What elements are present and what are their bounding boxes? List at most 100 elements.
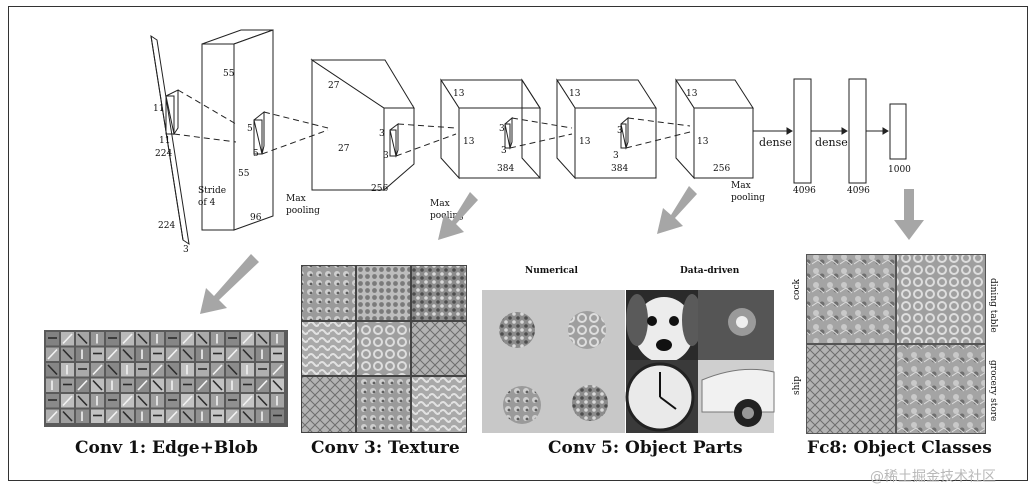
numerical-title: Numerical bbox=[525, 266, 578, 276]
pool1-line1: Max bbox=[286, 194, 306, 204]
figure-border bbox=[8, 6, 1028, 481]
conv3-kernel-a: 3 bbox=[499, 124, 505, 134]
filter-stroke bbox=[47, 410, 58, 422]
conv2-volume bbox=[310, 58, 415, 192]
watermark: @稀土掘金技术社区 bbox=[870, 469, 996, 485]
input-depth: 3 bbox=[183, 245, 189, 255]
class-dining-table-image bbox=[897, 255, 985, 343]
filter-stroke bbox=[227, 348, 238, 360]
conv1-depth: 96 bbox=[250, 213, 262, 223]
filter-stroke bbox=[62, 395, 73, 407]
filter-stroke bbox=[242, 410, 253, 422]
filter-stroke bbox=[257, 379, 268, 391]
conv2-top: 27 bbox=[328, 81, 340, 91]
conv2-kernel-a: 3 bbox=[379, 129, 385, 139]
filter-stroke bbox=[77, 379, 88, 391]
conv1-kernel-a: 5 bbox=[247, 124, 253, 134]
conv4-top: 13 bbox=[569, 89, 581, 99]
filter-stroke bbox=[92, 364, 103, 376]
input-width: 224 bbox=[158, 221, 175, 231]
filter-stroke bbox=[107, 364, 118, 376]
conv3-volume bbox=[440, 78, 541, 180]
caption-conv1: Conv 1: Edge+Blob bbox=[75, 438, 258, 458]
filter-stroke bbox=[257, 395, 268, 407]
filter-stroke bbox=[167, 364, 178, 376]
clock-photo bbox=[625, 360, 698, 433]
filter-stroke bbox=[122, 348, 133, 360]
conv4-kernel-b: 3 bbox=[617, 126, 623, 136]
filter-stroke bbox=[62, 348, 73, 360]
conv3-side: 13 bbox=[463, 137, 475, 147]
label-cock: cock bbox=[792, 279, 802, 300]
filter-stroke bbox=[197, 333, 208, 345]
filter-stroke bbox=[152, 364, 163, 376]
data-driven-title: Data-driven bbox=[680, 266, 740, 276]
arrow-conv1 bbox=[200, 254, 259, 314]
pool2-line1: Max bbox=[430, 199, 450, 209]
class-cock-image bbox=[807, 255, 895, 343]
label-ship: ship bbox=[792, 376, 802, 395]
conv2-kernel-b: 3 bbox=[383, 151, 389, 161]
output-size: 1000 bbox=[888, 165, 911, 175]
output-layer bbox=[889, 103, 907, 160]
pool3-line1: Max bbox=[731, 181, 751, 191]
filter-stroke bbox=[182, 348, 193, 360]
conv5-depth: 256 bbox=[713, 164, 730, 174]
filter-stroke bbox=[242, 348, 253, 360]
caption-fc8: Fc8: Object Classes bbox=[807, 438, 992, 458]
filter-stroke bbox=[62, 410, 73, 422]
numerical-visualizations bbox=[499, 311, 608, 424]
dense1-size: 4096 bbox=[793, 186, 816, 196]
conv4-side: 13 bbox=[579, 137, 591, 147]
filter-stroke bbox=[122, 333, 133, 345]
filter-stroke bbox=[122, 410, 133, 422]
label-grocery-store: grocery store bbox=[988, 360, 998, 421]
filter-stroke bbox=[47, 364, 58, 376]
arrow-conv3 bbox=[438, 192, 478, 240]
filter-stroke bbox=[92, 379, 103, 391]
filter-stroke bbox=[47, 348, 58, 360]
label-dining-table: dining table bbox=[988, 278, 998, 333]
filter-stroke bbox=[197, 379, 208, 391]
filter-stroke bbox=[62, 333, 73, 345]
filter-stroke bbox=[272, 364, 283, 376]
input-kernel-w: 11 bbox=[159, 136, 170, 146]
network-labels: 11 11 224 224 3 Stride of 4 55 55 96 5 5… bbox=[153, 69, 911, 255]
stride-line2: of 4 bbox=[198, 198, 216, 208]
conv3-depth: 384 bbox=[497, 164, 514, 174]
dense1-label: dense bbox=[759, 136, 792, 149]
filter-stroke bbox=[137, 379, 148, 391]
class-ship-image bbox=[807, 345, 895, 433]
filter-stroke bbox=[152, 379, 163, 391]
dense1-layer bbox=[793, 78, 812, 184]
class-grocery-store-image bbox=[897, 345, 985, 433]
fc8-object-classes: cock dining table ship grocery store bbox=[792, 254, 998, 434]
conv5-volume bbox=[675, 78, 754, 180]
network-architecture bbox=[150, 29, 907, 246]
caption-conv5: Conv 5: Object Parts bbox=[548, 438, 743, 458]
car-photo bbox=[698, 360, 775, 433]
pool1-line2: pooling bbox=[286, 206, 320, 216]
filter-stroke bbox=[122, 395, 133, 407]
light-photo bbox=[698, 290, 774, 360]
conv2-side: 27 bbox=[338, 144, 350, 154]
conv1-filter-grid bbox=[44, 330, 288, 427]
filter-stroke bbox=[137, 395, 148, 407]
conv1-kernel-b: 5 bbox=[253, 149, 259, 159]
filter-stroke bbox=[227, 410, 238, 422]
input-kernel-h: 11 bbox=[153, 104, 164, 114]
dense2-layer bbox=[848, 78, 867, 184]
receptive-field-connections bbox=[173, 89, 691, 157]
conv3-texture-grid bbox=[301, 265, 467, 433]
filter-stroke bbox=[107, 410, 118, 422]
conv2-depth: 256 bbox=[371, 184, 388, 194]
filter-stroke bbox=[77, 333, 88, 345]
dense2-size: 4096 bbox=[847, 186, 870, 196]
filter-stroke bbox=[77, 395, 88, 407]
filter-stroke bbox=[242, 395, 253, 407]
conv5-top: 13 bbox=[686, 89, 698, 99]
conv5-object-parts: Numerical Data-driven bbox=[482, 266, 775, 433]
filter-stroke bbox=[182, 410, 193, 422]
conv1-side: 55 bbox=[238, 169, 250, 179]
